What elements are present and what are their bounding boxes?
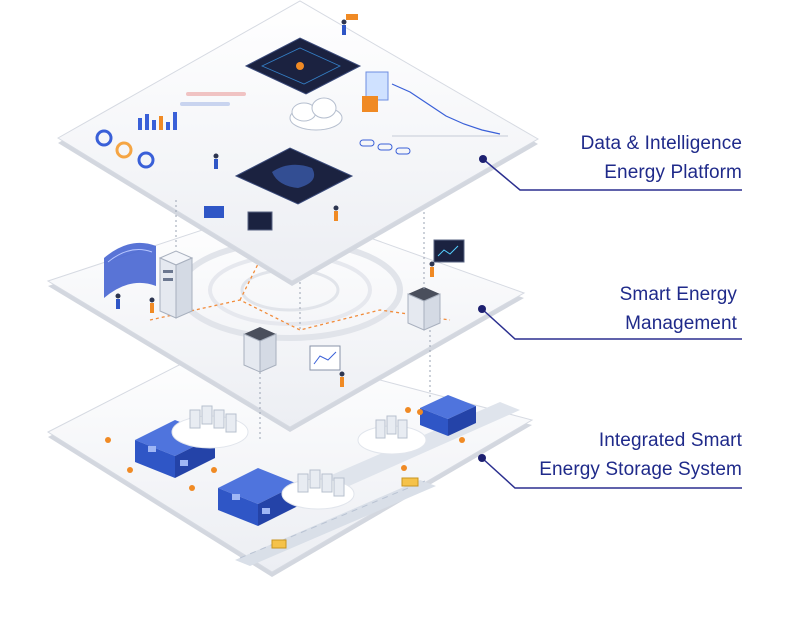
callout-connector-storage xyxy=(478,454,742,489)
line-chart-widget xyxy=(391,83,508,137)
layer-label-line: Integrated Smart xyxy=(598,430,742,451)
accent-cones xyxy=(105,407,465,491)
ring-gauges-widget xyxy=(95,129,155,169)
cloud-icon xyxy=(289,97,343,131)
layer-connector-dots xyxy=(175,200,431,440)
layer-label-platform: Data & Intelligence Energy Platform xyxy=(581,129,742,187)
map-dashboard-icon xyxy=(244,37,362,95)
person-icon xyxy=(213,19,347,221)
platform-layer-plate xyxy=(57,0,539,286)
truck-icon xyxy=(271,477,419,549)
server-rack-icon xyxy=(407,287,441,331)
monitor-screen-icon xyxy=(309,239,465,371)
layer-label-line: Smart Energy xyxy=(619,284,737,305)
server-rack-icon xyxy=(158,250,194,319)
layer-label-line: Management xyxy=(625,313,737,334)
layer-label-management: Smart Energy Management xyxy=(620,280,737,338)
map-dashboard-icon xyxy=(234,147,354,205)
battery-cabinet-icon xyxy=(171,405,249,449)
warehouse-icon xyxy=(420,395,476,436)
bar-chart-widget xyxy=(138,112,177,130)
server-rack-icon xyxy=(243,327,277,373)
data-tower-icon xyxy=(204,14,389,231)
battery-cabinet-icon xyxy=(357,415,427,455)
curved-display-icon xyxy=(104,242,156,298)
layer-label-line: Data & Intelligence xyxy=(580,133,742,154)
layer-label-storage: Integrated Smart Energy Storage System xyxy=(539,426,742,484)
callout-connector-management xyxy=(478,305,742,340)
callout-connector-platform xyxy=(479,155,742,191)
person-icon xyxy=(115,261,435,387)
layer-label-line: Energy Platform xyxy=(604,162,742,183)
battery-cabinet-icon xyxy=(281,469,355,510)
pill-buttons-widget xyxy=(180,92,411,155)
layer-label-line: Energy Storage System xyxy=(539,459,742,480)
